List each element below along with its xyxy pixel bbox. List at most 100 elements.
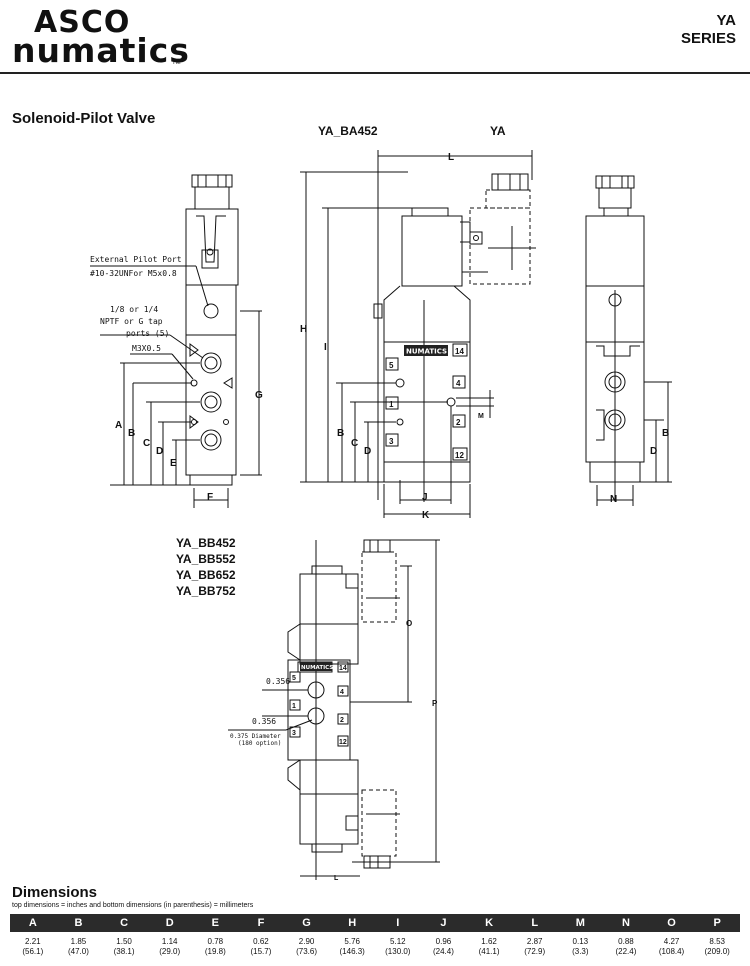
- dim-inches-b: 1.85: [70, 937, 87, 946]
- dim-header-n: N: [603, 914, 649, 932]
- center-view-drawing: [300, 150, 536, 518]
- nameplate-center: NUMATICS: [406, 348, 447, 356]
- tap-label-3: ports (5): [126, 329, 169, 338]
- dim-mm-p: (209.0): [704, 947, 730, 956]
- dim-mm-m: (3.3): [572, 947, 589, 956]
- dim-label-a: A: [115, 420, 122, 431]
- dim-mm-i: (130.0): [385, 947, 411, 956]
- left-view-drawing: [90, 174, 262, 508]
- dim-mm-l: (72.9): [524, 947, 546, 956]
- dim-label-h: H: [300, 324, 307, 335]
- section-title: Solenoid-Pilot Valve: [12, 110, 156, 127]
- dim-mm-o: (108.4): [658, 947, 685, 956]
- dim-label-b: B: [128, 428, 135, 439]
- ext-pilot-label-2: #10-32UNFor M5x0.8: [90, 269, 177, 278]
- dimensions-note: top dimensions = inches and bottom dimen…: [12, 902, 254, 909]
- asco-numatics-logo: ASCO numatics TM: [12, 5, 189, 68]
- header-divider: [0, 72, 750, 74]
- dim-header-e: E: [192, 914, 239, 932]
- dimensions-mm-row: (56.1)(47.0)(38.1)(29.0)(19.8)(15.7)(73.…: [10, 947, 740, 957]
- dim-mm-g: (73.6): [296, 947, 318, 956]
- m3-label: M3X0.5: [132, 344, 161, 353]
- dim-label-p: P: [432, 699, 438, 708]
- dim-inches-j: 0.96: [435, 937, 452, 946]
- dim-inches-l: 2.87: [526, 937, 543, 946]
- port-14-bottom: 14: [339, 665, 347, 672]
- dim-inches-m: 0.13: [572, 937, 589, 946]
- port-1-center: 1: [389, 400, 394, 409]
- dim-label-n: N: [610, 494, 617, 505]
- dim-label-g: G: [255, 390, 263, 401]
- port-3-bottom: 3: [292, 730, 296, 737]
- dim-0356-b: 0.356: [252, 717, 276, 726]
- dim-header-m: M: [557, 914, 604, 932]
- dim-inches-p: 8.53: [709, 937, 725, 946]
- dim-mm-c: (38.1): [113, 947, 135, 956]
- dim-label-d-right: D: [650, 446, 657, 457]
- dim-inches-c: 1.50: [116, 937, 132, 946]
- dim-label-c-center: C: [351, 438, 358, 449]
- dim-0356-a: 0.356: [266, 677, 290, 686]
- dim-mm-n: (22.4): [615, 947, 637, 956]
- series-line-2: SERIES: [680, 30, 736, 47]
- dim-label-d: D: [156, 446, 163, 457]
- logo-trademark: TM: [172, 60, 181, 66]
- port-5-center: 5: [389, 361, 394, 370]
- dim-header-c: C: [101, 914, 147, 932]
- dim-mm-d: (29.0): [159, 947, 181, 956]
- dim-header-b: B: [55, 914, 102, 932]
- dim-inches-d: 1.14: [161, 937, 178, 946]
- dim-label-m: M: [478, 413, 484, 420]
- series-line-1: YA: [716, 12, 736, 29]
- dim-header-i: I: [375, 914, 421, 932]
- dim-inches-o: 4.27: [663, 937, 680, 946]
- right-view-drawing: [585, 175, 672, 506]
- logo-line-1: ASCO: [34, 5, 131, 40]
- dim-mm-e: (19.8): [204, 947, 226, 956]
- dim-label-k: K: [422, 510, 430, 521]
- dim-inches-g: 2.90: [298, 937, 315, 946]
- dim-header-l: L: [511, 914, 558, 932]
- dim-label-i: I: [324, 342, 327, 353]
- valve-drawings: External Pilot Port #10-32UNFor M5x0.8 1…: [90, 150, 672, 880]
- dim-mm-b: (47.0): [67, 947, 89, 956]
- dim-label-b-center: B: [337, 428, 344, 439]
- model-bb752: YA_BB752: [176, 584, 236, 598]
- dim-header-k: K: [466, 914, 512, 932]
- dim-inches-f: 0.62: [253, 937, 269, 946]
- dim-header-d: D: [146, 914, 193, 932]
- port-2-center: 2: [456, 418, 461, 427]
- dim-label-j: J: [422, 492, 428, 503]
- tap-label-2: NPTF or G tap: [100, 317, 163, 326]
- dim-label-d-center: D: [364, 446, 371, 457]
- port-2-bottom: 2: [340, 717, 344, 724]
- dim-header-a: A: [10, 914, 56, 932]
- port-4-bottom: 4: [340, 689, 344, 696]
- dim-mm-f: (15.7): [250, 947, 272, 956]
- port-3-center: 3: [389, 437, 394, 446]
- dim-header-j: J: [420, 914, 467, 932]
- port-5-bottom: 5: [292, 675, 296, 682]
- dim-header-o: O: [648, 914, 695, 932]
- dim-inches-i: 5.12: [390, 937, 406, 946]
- dim-inches-a: 2.21: [25, 937, 41, 946]
- dim-label-l: L: [448, 152, 454, 163]
- model-list-bottom: YA_BB452 YA_BB552 YA_BB652 YA_BB752: [176, 535, 236, 599]
- ext-pilot-label-1: External Pilot Port: [90, 255, 182, 264]
- drawing-labels: External Pilot Port #10-32UNFor M5x0.8 1…: [90, 152, 669, 880]
- dim-mm-k: (41.1): [478, 947, 500, 956]
- tap-label-1: 1/8 or 1/4: [110, 305, 158, 314]
- dim-label-c: C: [143, 438, 150, 449]
- bottom-view-drawing: [228, 539, 440, 880]
- model-top-right: YA: [490, 124, 506, 138]
- dimensions-title: Dimensions: [12, 884, 98, 901]
- dim-label-e: E: [170, 458, 177, 469]
- diameter-label-1: 0.375 Diameter: [230, 733, 281, 740]
- dim-header-h: H: [329, 914, 375, 932]
- nameplate-bottom: NUMATICS: [301, 665, 333, 671]
- dim-header-f: F: [238, 914, 284, 932]
- dim-label-b-right: B: [662, 428, 669, 439]
- dim-header-p: P: [694, 914, 740, 932]
- dim-label-l-bottom: L: [334, 875, 339, 880]
